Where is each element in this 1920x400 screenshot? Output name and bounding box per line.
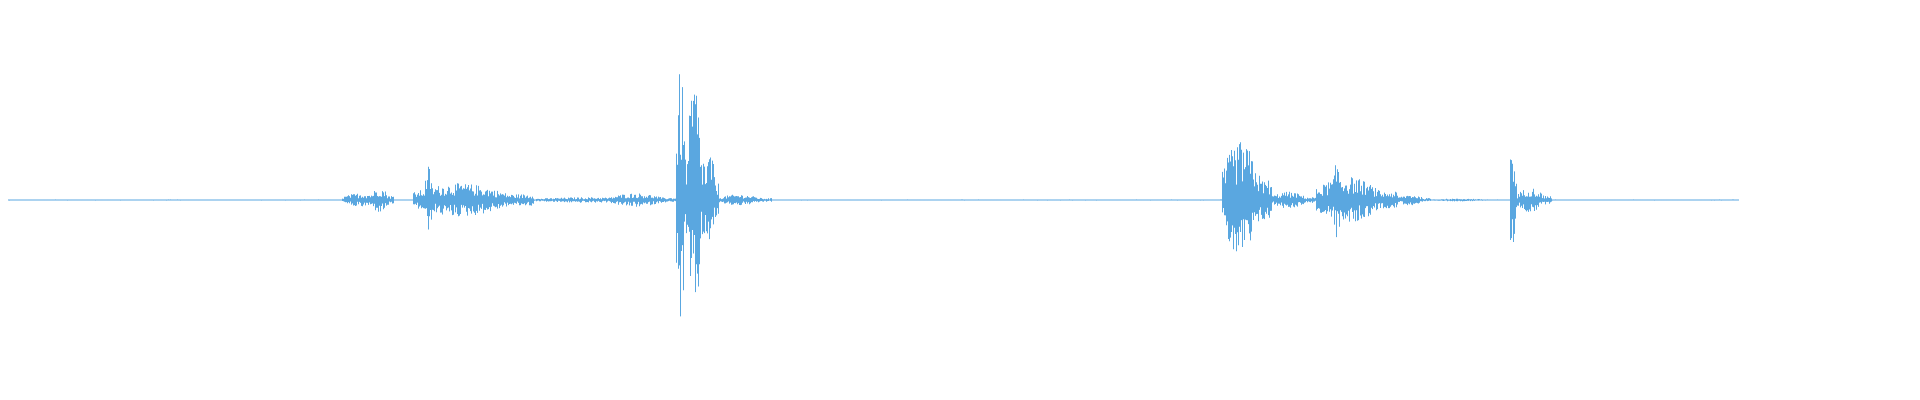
waveform-bars bbox=[8, 74, 1739, 317]
waveform-samples bbox=[8, 74, 1739, 317]
